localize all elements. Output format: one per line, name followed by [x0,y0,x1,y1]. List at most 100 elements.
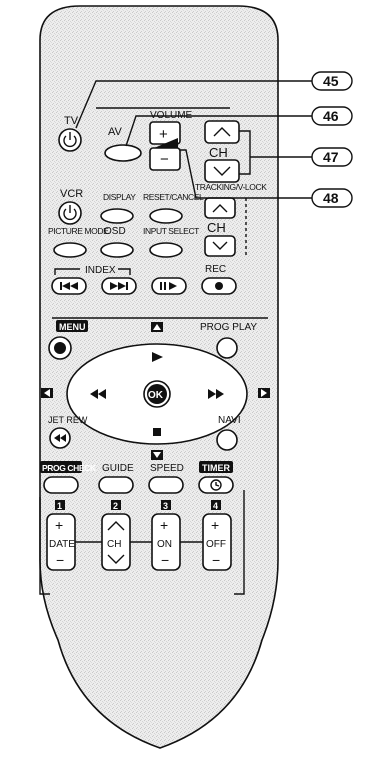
index-label: INDEX [85,265,116,276]
callout-46-bubble [311,106,353,126]
prog-play-button[interactable] [216,337,238,359]
ch-down-button[interactable] [204,159,240,183]
num3-box [161,500,171,510]
osd-button[interactable] [100,242,134,258]
av-label: AV [108,126,123,138]
ch-label-bottom: CH [107,539,121,550]
play-pause-icon [160,282,177,290]
power-icon [63,132,77,148]
menu-button-dot [54,342,66,354]
navi-button[interactable] [216,429,238,451]
tracking-label: TRACKING/V-LOCK [195,182,267,192]
clock-icon [210,479,222,491]
menu-label: MENU [59,322,86,332]
timer-label-box [199,461,233,473]
callout-46: 46 [323,108,339,124]
picture-mode-label: PICTURE MODE [48,226,109,236]
callout-45-bubble [311,71,353,91]
ok-label: OK [148,390,164,401]
rewind-icon [90,389,106,399]
right-bracket [234,490,245,595]
ok-button-inner [147,384,167,404]
power-icon [63,205,77,221]
ch-label-top: CH [209,145,228,160]
rewind-icon [54,434,66,442]
leader-47 [239,130,312,175]
osd-label: OSD [104,226,126,237]
vcr-label: VCR [60,188,83,200]
volume-down-button[interactable] [149,147,181,171]
chevron-up-icon [107,521,125,531]
speed-button[interactable] [148,476,184,494]
on-minus: − [161,552,169,568]
record-icon [215,282,223,290]
volume-plus-sign: + [159,126,168,143]
picture-mode-button[interactable] [53,242,87,258]
timer-label: TIMER [202,463,230,473]
chevron-down-icon [212,241,228,250]
on-plus: + [160,517,168,533]
prog-check-label-box [40,461,82,473]
skip-back-icon [60,282,78,290]
jet-rew-label: JET REW [48,415,88,425]
navi-label: NAVI [218,415,241,426]
menu-label-box [56,320,88,332]
leader-46 [125,115,312,147]
callout-47-bubble [311,147,353,167]
leader-45 [75,80,312,129]
num4-label: 4 [213,501,218,511]
prog-check-label: PROG CHECK [42,463,97,473]
left-marker-arrow [44,389,50,397]
display-label: DISPLAY [103,192,136,202]
skip-forward-icon [110,282,128,290]
callout-47: 47 [323,149,339,165]
display-button[interactable] [100,208,134,224]
input-select-button[interactable] [149,242,183,258]
date-label: DATE [49,539,75,550]
prog-play-label: PROG PLAY [200,322,257,333]
index-bracket [54,268,131,275]
guide-button[interactable] [98,476,134,494]
chevron-down-icon [107,554,125,564]
rec-label: REC [205,264,226,275]
num3-label: 3 [163,501,168,511]
date-minus: − [56,552,64,568]
off-minus: − [212,552,220,568]
ch-up-button[interactable] [204,120,240,144]
chevron-down-icon [213,166,231,176]
num4-box [211,500,221,510]
off-label: OFF [206,539,226,550]
reset-cancel-button[interactable] [149,208,183,224]
prog-check-button[interactable] [43,476,79,494]
tracking-up-button[interactable] [204,197,236,219]
date-plus: + [55,517,63,533]
speed-label: SPEED [150,463,184,474]
up-marker-arrow [153,324,161,330]
tv-label: TV [64,115,79,127]
guide-label: GUIDE [102,463,134,474]
callout-48-bubble [311,188,353,208]
callout-45: 45 [323,73,339,89]
stop-icon [153,428,161,436]
leader-48 [180,149,312,199]
ch-label-mid: CH [207,220,226,235]
chevron-up-icon [213,127,231,137]
on-label: ON [157,539,172,550]
volume-minus-sign: − [160,151,169,168]
tracking-down-button[interactable] [204,235,236,257]
volume-ramp-icon [154,138,178,148]
input-select-label: INPUT SELECT [143,226,199,236]
callout-48: 48 [323,190,339,206]
num2-box [111,500,121,510]
play-icon [152,352,163,362]
down-marker-arrow [153,452,161,458]
right-marker-arrow [261,389,267,397]
num1-label: 1 [57,501,62,511]
left-bracket [39,497,50,595]
num1-box [55,500,65,510]
chevron-up-icon [212,204,228,213]
fast-forward-icon [208,389,224,399]
av-button[interactable] [104,144,142,162]
off-plus: + [211,517,219,533]
